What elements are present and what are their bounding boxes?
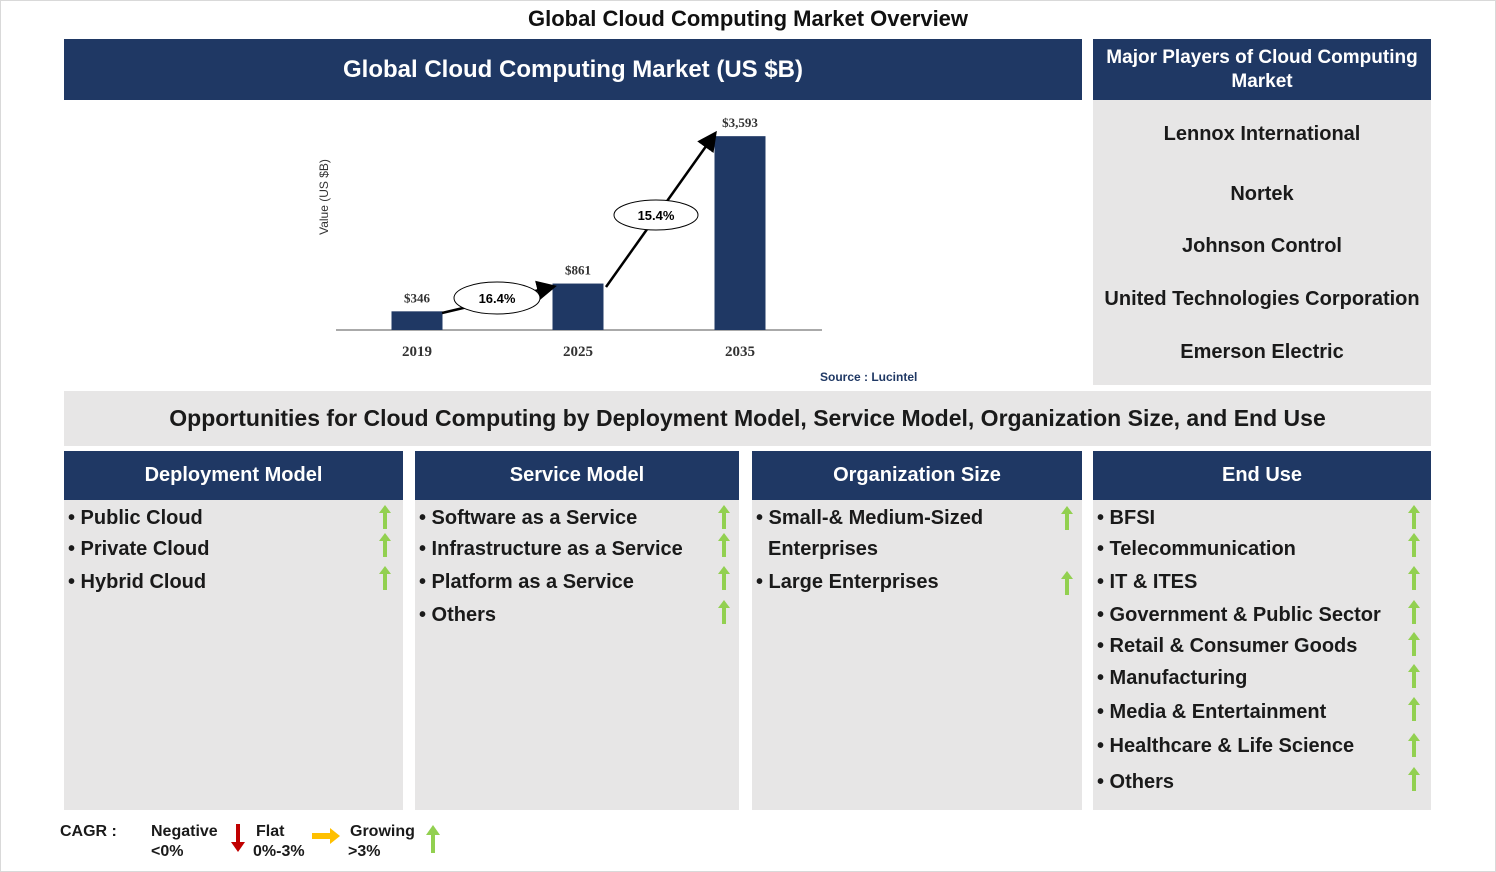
segment-item: • Platform as a Service — [419, 571, 634, 593]
up-arrow-icon — [426, 825, 440, 853]
segment-header-deployment: Deployment Model — [64, 451, 403, 500]
segment-item: • BFSI — [1097, 507, 1156, 529]
segment-item: • Healthcare & Life Science — [1097, 735, 1355, 757]
bar-value-label: $861 — [565, 263, 591, 278]
legend-negative-label: Negative — [151, 823, 218, 840]
segment-item: • Public Cloud — [68, 507, 203, 529]
segment-item: • Large Enterprises — [756, 571, 939, 593]
players-header: Major Players of Cloud Computing Market — [1093, 39, 1431, 100]
segment-list-end-use: • BFSI • Telecommunication • IT & ITES •… — [1093, 500, 1431, 810]
players-list: Lennox International Nortek Johnson Cont… — [1093, 100, 1431, 385]
legend-growing-label: Growing — [350, 823, 415, 840]
segment-item: • Hybrid Cloud — [68, 571, 207, 593]
player-item: United Technologies Corporation — [1104, 288, 1420, 310]
growth-up-arrow-icon — [718, 533, 730, 557]
bar-2025 — [552, 283, 604, 330]
legend-negative-range: <0% — [151, 843, 184, 860]
growth-up-arrow-icon — [1061, 571, 1073, 595]
x-tick-label: 2035 — [725, 344, 755, 360]
growth-up-arrow-icon — [1408, 533, 1420, 557]
growth-up-arrow-icon — [1408, 600, 1420, 624]
segment-item: • Software as a Service — [419, 507, 638, 529]
growth-up-arrow-icon — [1408, 733, 1420, 757]
segment-item: • Small-& Medium-Sized — [756, 507, 984, 529]
segment-item: • Manufacturing — [1097, 667, 1248, 689]
segment-item: Enterprises — [768, 538, 879, 560]
growth-up-arrow-icon — [718, 505, 730, 529]
segment-item: • Private Cloud — [68, 538, 210, 560]
player-item: Emerson Electric — [1180, 341, 1344, 363]
segment-item: • Retail & Consumer Goods — [1097, 635, 1358, 657]
source-note: Source : Lucintel — [820, 370, 917, 384]
segment-list-deployment: • Public Cloud • Private Cloud • Hybrid … — [64, 500, 403, 810]
cagr-label-2: 15.4% — [638, 208, 675, 223]
cagr-oval-2 — [613, 199, 699, 231]
growth-up-arrow-icon — [379, 566, 391, 590]
growth-up-arrow-icon — [1408, 566, 1420, 590]
growth-up-arrow-icon — [1408, 632, 1420, 656]
x-tick-label: 2025 — [563, 344, 593, 360]
page-title: Global Cloud Computing Market Overview — [527, 6, 969, 31]
segment-header-end-use: End Use — [1093, 451, 1431, 500]
bar-2019 — [391, 311, 443, 330]
cagr-oval-1 — [453, 281, 541, 315]
growth-up-arrow-icon — [1408, 697, 1420, 721]
growth-up-arrow-icon — [718, 600, 730, 624]
y-axis-label: Value (US $B) — [317, 159, 331, 235]
legend-flat-label: Flat — [256, 823, 285, 840]
down-arrow-icon — [231, 824, 245, 852]
player-item: Lennox International — [1163, 123, 1361, 145]
legend-cagr-label: CAGR : — [60, 823, 117, 840]
bar-value-label: $3,593 — [722, 115, 758, 130]
segment-list-service: • Software as a Service • Infrastructure… — [415, 500, 739, 810]
segment-item: • Media & Entertainment — [1097, 701, 1327, 723]
growth-up-arrow-icon — [718, 566, 730, 590]
cagr-label-1: 16.4% — [479, 291, 516, 306]
bar-value-label: $346 — [404, 290, 431, 305]
legend-growing-range: >3% — [348, 843, 381, 860]
segment-item: • IT & ITES — [1097, 571, 1198, 593]
growth-up-arrow-icon — [1061, 506, 1073, 530]
player-item: Johnson Control — [1182, 235, 1342, 257]
segment-item: • Infrastructure as a Service — [419, 538, 683, 560]
growth-up-arrow-icon — [1408, 767, 1420, 791]
segment-header-service: Service Model — [415, 451, 739, 500]
chart-header: Global Cloud Computing Market (US $B) — [64, 39, 1082, 100]
segment-header-organization: Organization Size — [752, 451, 1082, 500]
market-bar-chart: Value (US $B) $346 $861 $3,593 2019 2025 203… — [317, 115, 917, 384]
x-tick-label: 2019 — [402, 344, 432, 360]
legend-flat-range: 0%-3% — [253, 843, 305, 860]
growth-up-arrow-icon — [379, 533, 391, 557]
growth-up-arrow-icon — [1408, 505, 1420, 529]
segment-item: • Others — [1097, 771, 1175, 793]
opportunities-title: Opportunities for Cloud Computing by Dep… — [64, 391, 1431, 446]
segment-item: • Telecommunication — [1097, 538, 1296, 560]
bar-2035 — [714, 136, 766, 330]
right-arrow-icon — [312, 828, 340, 844]
growth-up-arrow-icon — [1408, 664, 1420, 688]
segment-item: • Others — [419, 604, 497, 626]
segment-item: • Government & Public Sector — [1097, 604, 1381, 626]
player-item: Nortek — [1230, 183, 1294, 205]
segment-list-organization: • Small-& Medium-Sized Enterprises • Lar… — [752, 500, 1082, 810]
growth-up-arrow-icon — [379, 505, 391, 529]
